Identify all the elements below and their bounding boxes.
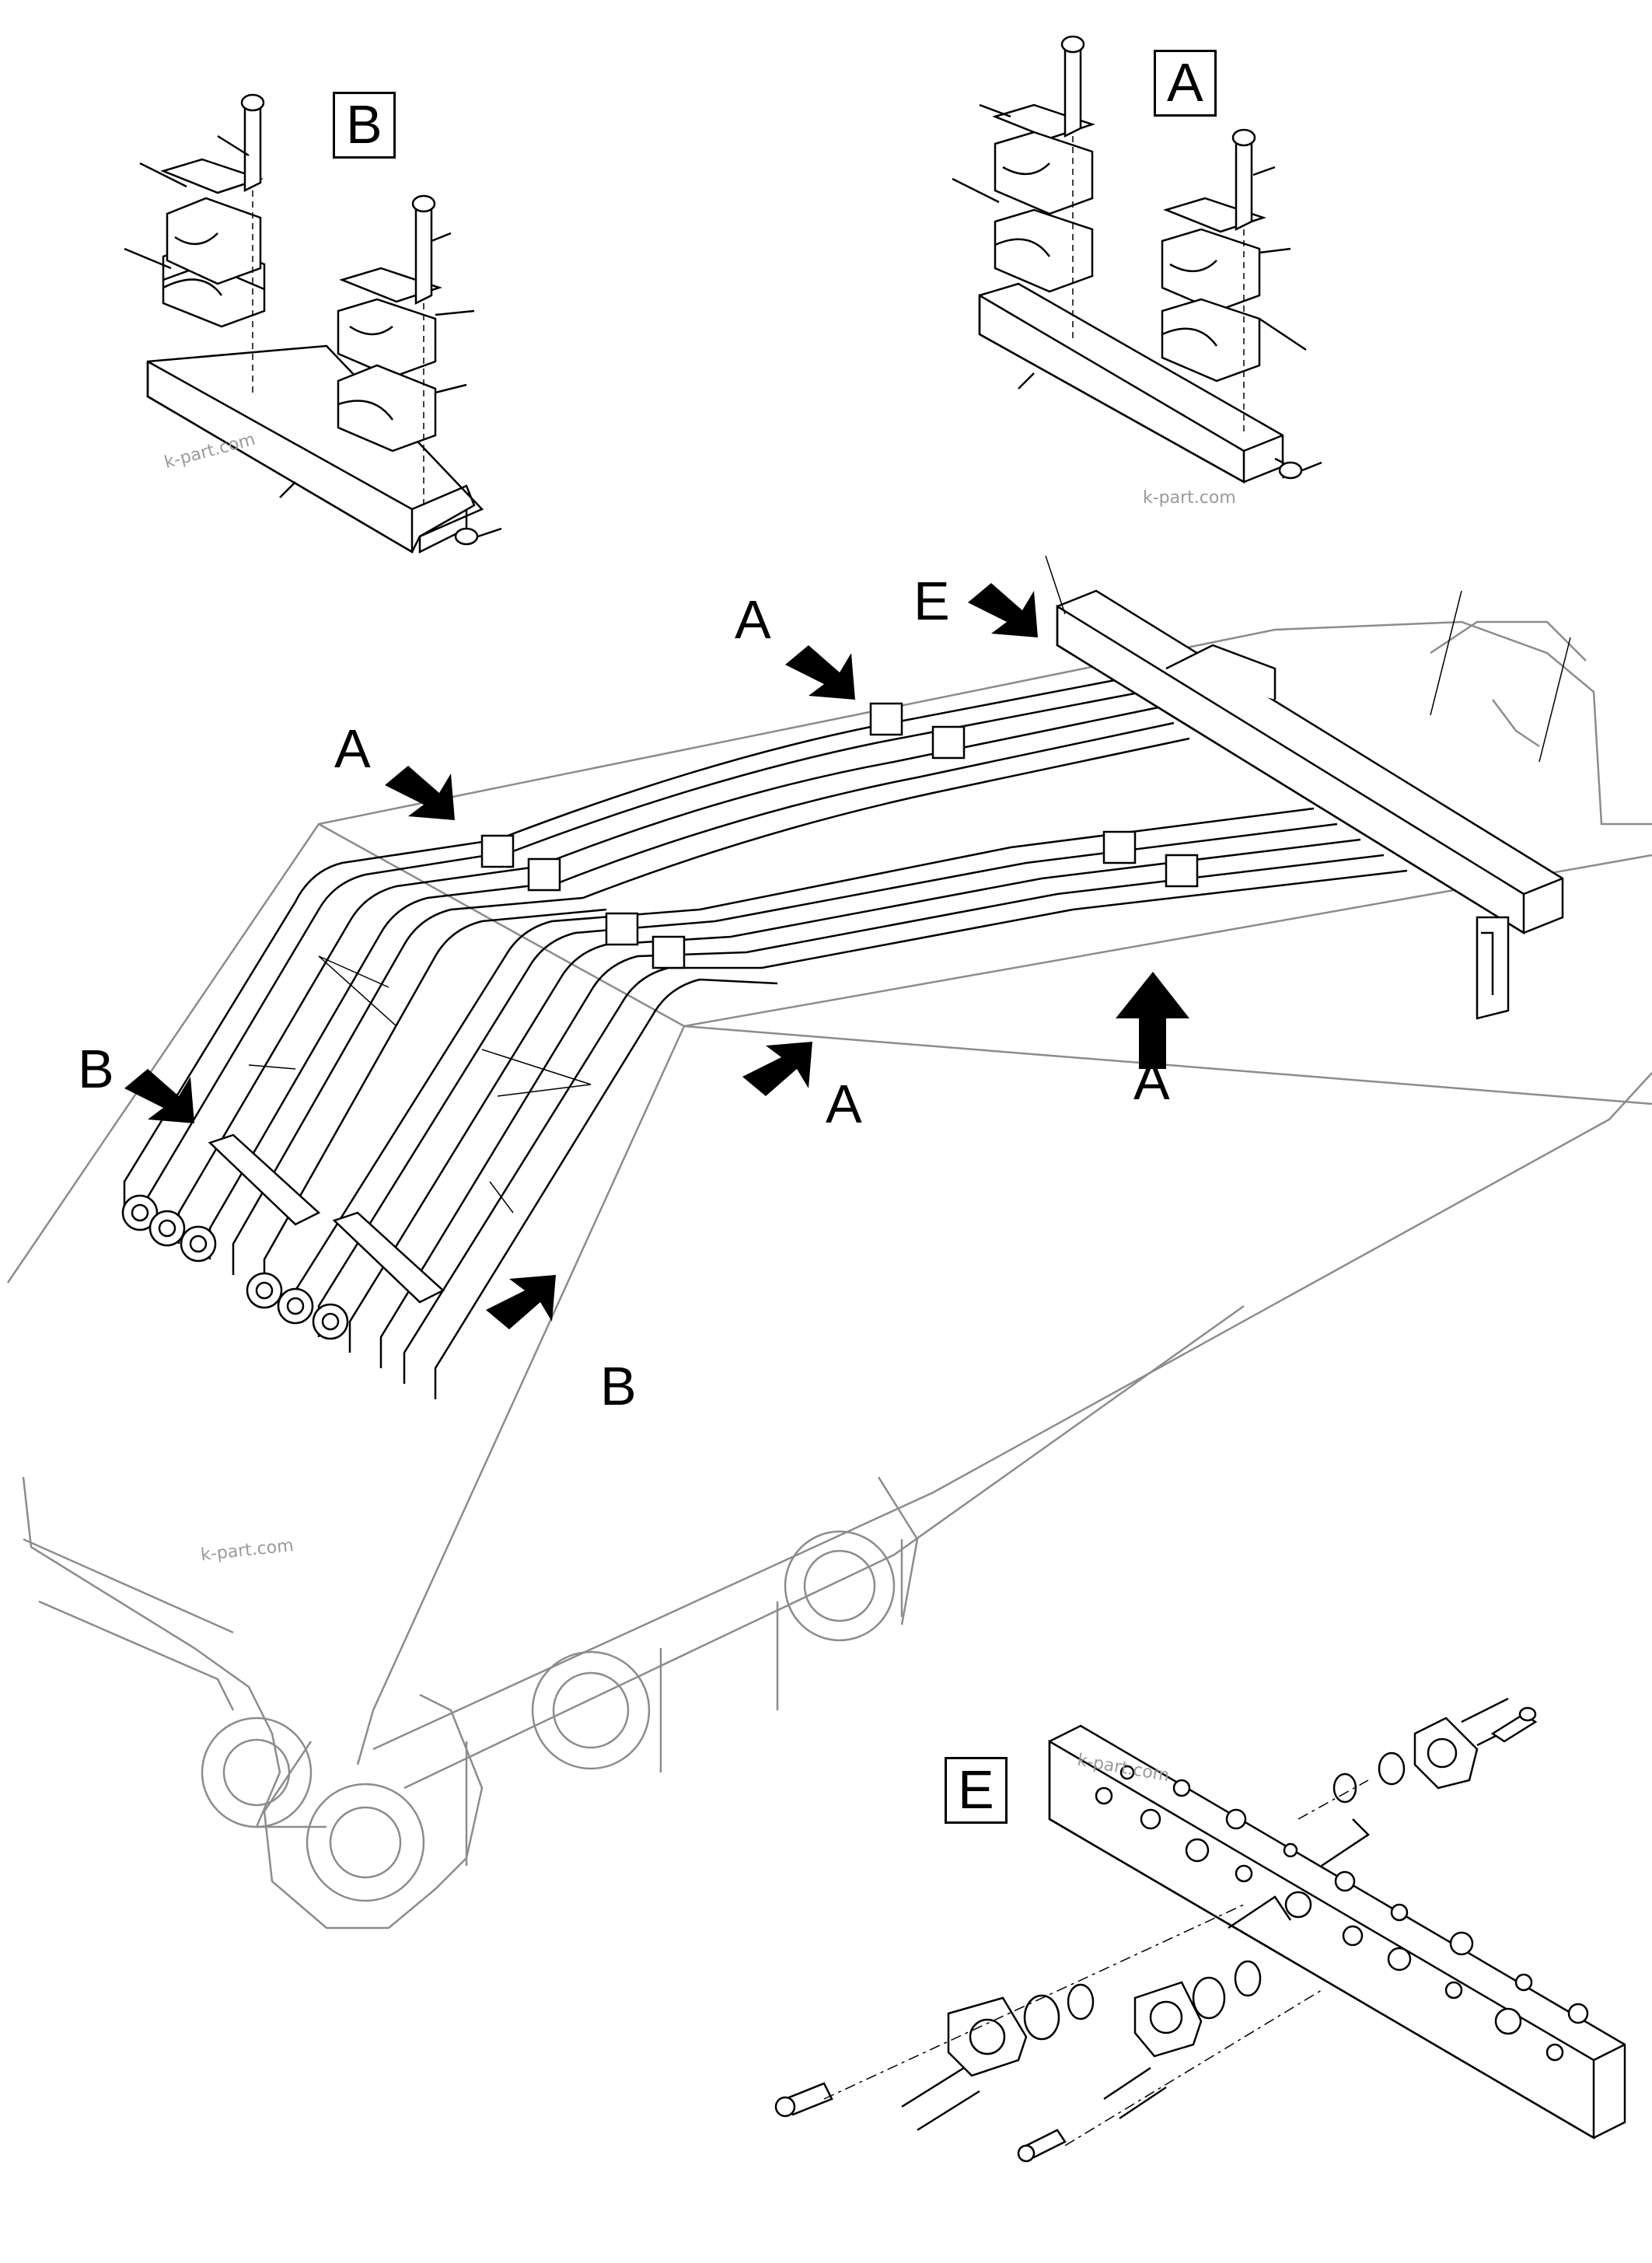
callout-b-upper: B	[78, 1039, 114, 1099]
callout-a-middle: A	[826, 1074, 862, 1134]
detail-a-label: A	[1154, 50, 1217, 117]
boom-structure	[6, 620, 1652, 1929]
detail-b-clamp-assembly	[124, 93, 502, 554]
watermark-2: k-part.com	[1143, 488, 1236, 508]
callout-a-left: A	[334, 718, 371, 779]
detail-e-label: E	[945, 1757, 1008, 1824]
manifold-bar	[1056, 589, 1564, 1020]
callout-a-top: A	[735, 589, 771, 650]
pipe-flanges	[121, 1133, 445, 1340]
detail-b-label: B	[333, 92, 396, 159]
leader-lines	[248, 555, 1571, 1214]
callout-a-right: A	[1133, 1050, 1170, 1111]
callout-arrows	[124, 583, 1189, 1329]
detail-e-manifold-fittings	[774, 1697, 1626, 2163]
detail-a-clamp-assembly	[952, 35, 1322, 484]
callout-b-lower: B	[600, 1356, 637, 1416]
hydraulic-pipes	[123, 675, 1408, 1399]
pipe-clamps	[480, 702, 1199, 969]
callout-e: E	[913, 571, 950, 631]
